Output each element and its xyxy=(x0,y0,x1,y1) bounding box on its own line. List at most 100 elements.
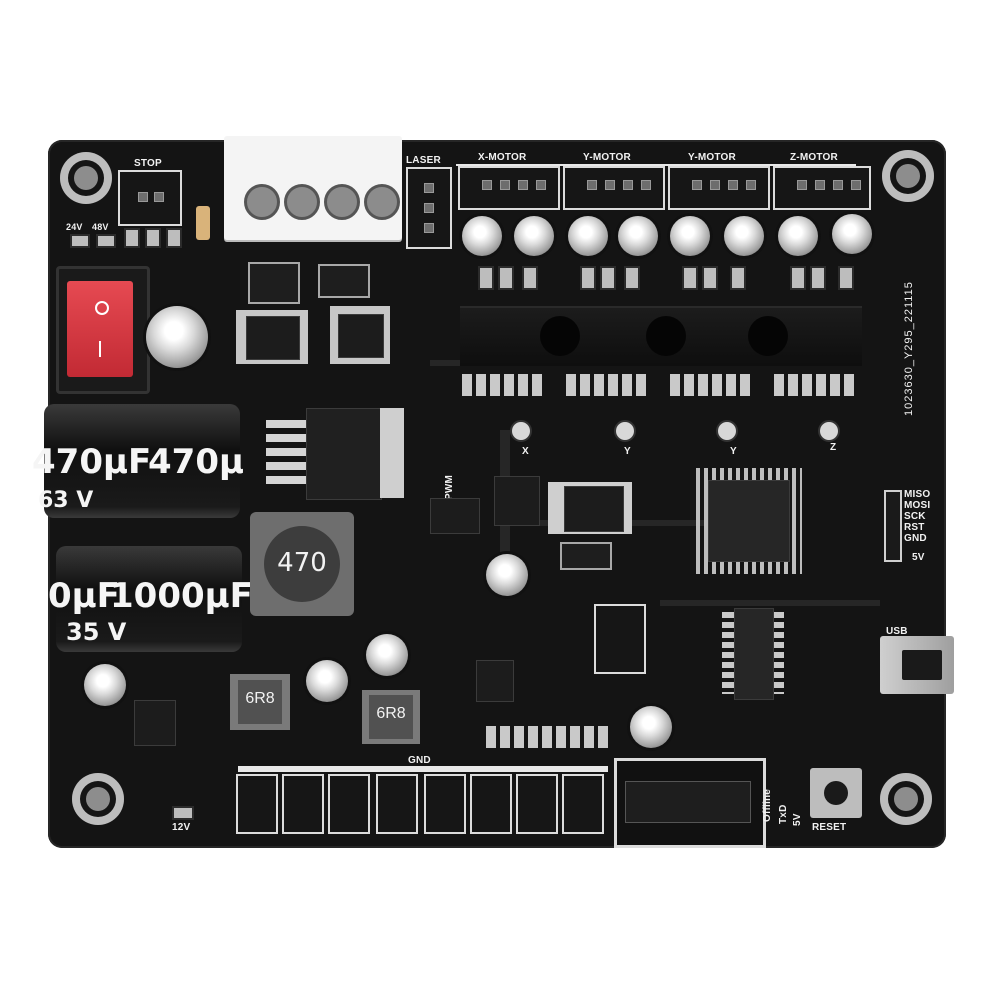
smd-array xyxy=(462,374,546,396)
smd-resistor xyxy=(838,266,854,290)
isp-mosi-label: MOSI xyxy=(904,500,931,511)
three-pin-connector[interactable] xyxy=(594,604,646,674)
inductor-6r8: 6R8 xyxy=(230,674,290,730)
usb-serial-chip xyxy=(734,608,774,700)
smd-resistor xyxy=(702,266,718,290)
v12-label: 12V xyxy=(172,822,191,833)
smd-resistor xyxy=(70,234,90,248)
axis-z-label: Z xyxy=(830,442,837,453)
fuse xyxy=(196,206,210,240)
mounting-hole xyxy=(880,773,932,825)
smd-resistor xyxy=(730,266,746,290)
power-terminal-block[interactable] xyxy=(224,136,402,240)
ic-pins xyxy=(266,420,310,488)
silk-line xyxy=(456,164,856,166)
capacitor xyxy=(146,306,208,368)
v5-label: 5V xyxy=(792,813,803,826)
bottom-connector[interactable] xyxy=(282,774,324,834)
power-ic-tab xyxy=(380,408,404,498)
trace xyxy=(430,360,460,366)
y-motor-connector[interactable] xyxy=(563,166,665,210)
silk-line xyxy=(238,766,608,772)
bottom-connector[interactable] xyxy=(376,774,418,834)
laser-label: LASER xyxy=(406,155,441,166)
bottom-connector[interactable] xyxy=(470,774,512,834)
capacitor xyxy=(306,660,348,702)
voltage-48v-label: 48V xyxy=(92,222,109,232)
txd-label: TxD xyxy=(778,804,789,825)
isp-gnd-label: GND xyxy=(904,533,927,544)
opto-coupler xyxy=(494,476,540,526)
mounting-hole xyxy=(882,150,934,202)
smd-array xyxy=(774,374,858,396)
bottom-connector[interactable] xyxy=(516,774,558,834)
power-switch[interactable] xyxy=(56,266,150,394)
smd-resistor xyxy=(682,266,698,290)
bottom-connector[interactable] xyxy=(424,774,466,834)
isp-rst-label: RST xyxy=(904,522,925,533)
diode xyxy=(560,542,612,570)
electrolytic-capacitor-1000uf: 0μF 1000μF 35 V xyxy=(48,546,253,652)
smd-resistor xyxy=(96,234,116,248)
mounting-hole xyxy=(60,152,112,204)
bottom-connector[interactable] xyxy=(562,774,604,834)
diode xyxy=(248,262,300,304)
microcontroller xyxy=(708,480,790,562)
smd-resistor xyxy=(145,228,161,248)
capacitor xyxy=(84,664,126,706)
smd-resistor xyxy=(790,266,806,290)
capacitor xyxy=(630,706,672,748)
capacitor xyxy=(778,216,818,256)
capacitor xyxy=(618,216,658,256)
stop-connector[interactable] xyxy=(118,170,182,226)
smd-resistor xyxy=(172,806,194,820)
voltage-regulator xyxy=(236,310,308,364)
electrolytic-capacitor-470uf: 470μF 470μ 63 V xyxy=(32,404,244,518)
x-motor-label: X-MOTOR xyxy=(478,152,527,163)
trim-potentiometer[interactable] xyxy=(614,420,636,442)
mosfet xyxy=(430,498,480,534)
trim-potentiometer[interactable] xyxy=(818,420,840,442)
reset-button[interactable] xyxy=(810,768,862,818)
voltage-regulator-5v xyxy=(548,482,632,534)
smd-resistor xyxy=(124,228,140,248)
smd-resistor xyxy=(624,266,640,290)
rocker-switch-icon xyxy=(67,281,133,377)
trim-potentiometer[interactable] xyxy=(510,420,532,442)
mini-usb-port-icon[interactable] xyxy=(880,636,954,694)
box-header[interactable] xyxy=(614,758,766,848)
smd-resistor xyxy=(600,266,616,290)
axis-x-label: X xyxy=(522,446,529,457)
capacitor xyxy=(568,216,608,256)
smd-resistor xyxy=(810,266,826,290)
capacitor xyxy=(724,216,764,256)
capacitor xyxy=(462,216,502,256)
power-ic xyxy=(306,408,382,500)
ic xyxy=(476,660,514,702)
diode xyxy=(318,264,370,298)
capacitor xyxy=(514,216,554,256)
laser-connector[interactable] xyxy=(406,167,452,249)
trace xyxy=(660,600,880,606)
capacitor xyxy=(366,634,408,676)
smd-resistor xyxy=(478,266,494,290)
axis-y-label: Y xyxy=(624,446,631,457)
smd-resistor xyxy=(498,266,514,290)
z-motor-label: Z-MOTOR xyxy=(790,152,838,163)
x-motor-connector[interactable] xyxy=(458,166,560,210)
capacitor xyxy=(486,554,528,596)
bottom-connector[interactable] xyxy=(236,774,278,834)
y-motor-label: Y-MOTOR xyxy=(688,152,736,163)
isp-5v-label: 5V xyxy=(912,552,925,563)
heatsink xyxy=(460,306,862,366)
stop-label: STOP xyxy=(134,158,162,169)
trim-potentiometer[interactable] xyxy=(716,420,738,442)
y-motor-label: Y-MOTOR xyxy=(583,152,631,163)
z-motor-connector[interactable] xyxy=(773,166,871,210)
power-inductor: 470 xyxy=(250,512,354,616)
smd-array xyxy=(566,374,650,396)
bottom-connector[interactable] xyxy=(328,774,370,834)
isp-header[interactable] xyxy=(884,490,902,562)
y-motor-connector[interactable] xyxy=(668,166,770,210)
axis-y-label: Y xyxy=(730,446,737,457)
